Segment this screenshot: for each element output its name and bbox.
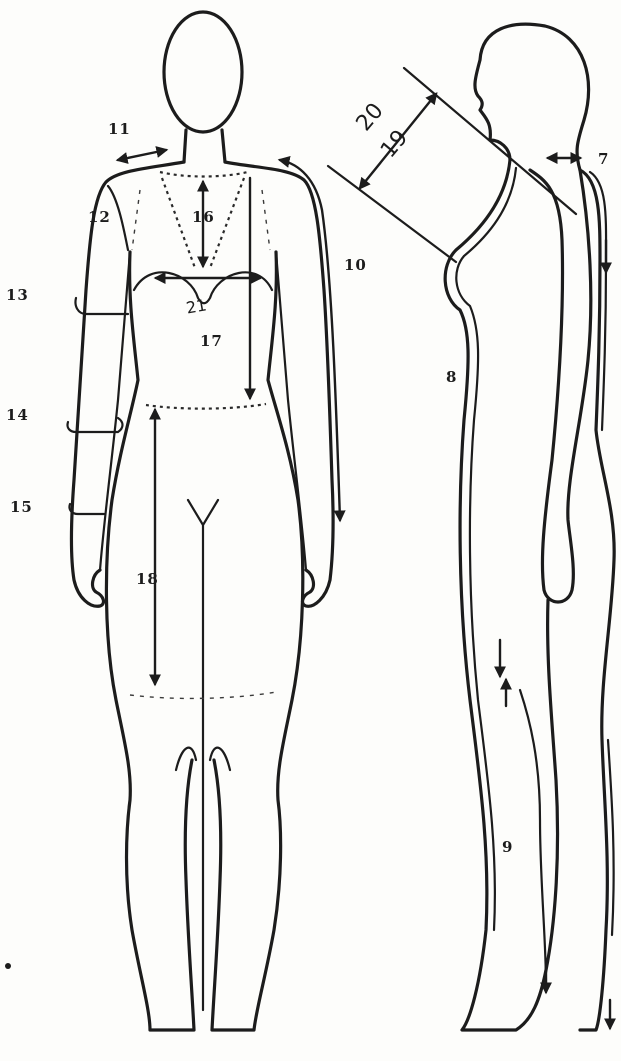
side-arm <box>530 170 591 602</box>
side-inner-leg <box>520 690 546 985</box>
front-left-arm <box>71 162 184 606</box>
label-17: 17 <box>200 332 223 350</box>
front-head <box>164 12 242 132</box>
front-figure <box>67 12 340 1030</box>
waist-dashed <box>146 404 266 409</box>
label-15: 15 <box>10 498 33 516</box>
label-14: 14 <box>6 406 29 424</box>
label-16: 16 <box>192 208 215 226</box>
label-11: 11 <box>108 120 131 138</box>
side-seam-right <box>262 190 270 250</box>
neck-guide-top <box>404 68 576 214</box>
label-7: 7 <box>598 150 609 168</box>
label-18: 18 <box>136 570 159 588</box>
label-8: 8 <box>446 368 457 386</box>
tape-15 <box>69 504 104 514</box>
front-crotch <box>188 500 218 1010</box>
handwritten-bust: 21 <box>185 295 208 317</box>
label-9: 9 <box>502 838 513 856</box>
tape-11 <box>118 150 166 160</box>
label-13: 13 <box>6 286 29 304</box>
front-right-inner-arm <box>276 252 306 570</box>
stray-dot <box>5 963 11 969</box>
neck-guide-bottom <box>328 166 456 262</box>
side-front-line <box>445 160 557 1030</box>
handwritten-neck-top: 20 <box>352 99 389 137</box>
side-head <box>475 24 589 170</box>
front-left-inner-arm <box>100 252 130 570</box>
side-back-line <box>580 170 614 1030</box>
side-inner-leg-back <box>608 740 614 935</box>
side-seam-left <box>132 190 140 250</box>
label-12: 12 <box>88 208 111 226</box>
front-neck <box>184 130 225 162</box>
front-right-torso <box>212 252 303 1030</box>
side-figure <box>328 24 614 1030</box>
tape-12 <box>108 186 128 250</box>
handwritten-neck-bottom: 19 <box>376 125 413 163</box>
front-right-arm <box>225 162 333 606</box>
side-inner-front <box>456 168 516 930</box>
label-10: 10 <box>344 256 367 274</box>
neckline-dashed <box>160 172 248 177</box>
